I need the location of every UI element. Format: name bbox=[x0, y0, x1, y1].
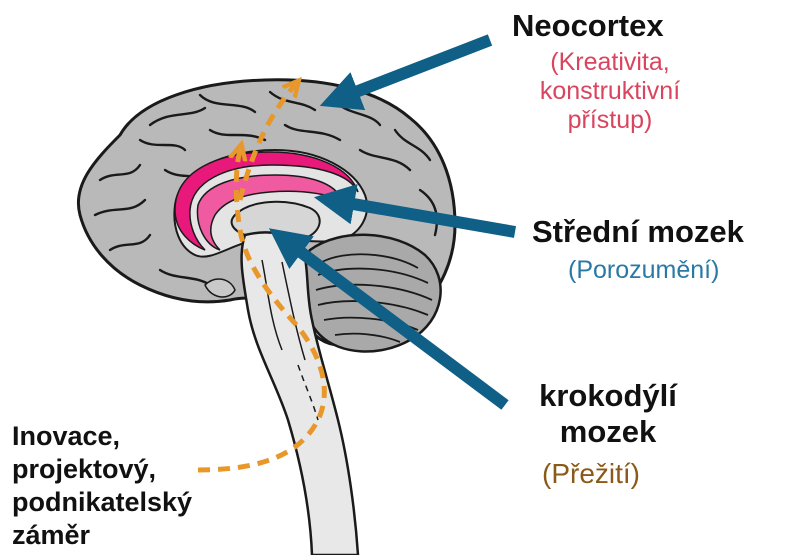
neocortex-title: Neocortex bbox=[512, 8, 664, 44]
reptile-title: krokodýlí mozek bbox=[528, 378, 688, 450]
midbrain-title: Střední mozek bbox=[532, 214, 744, 250]
neocortex-note-line2: konstruktivní bbox=[520, 77, 700, 106]
reptile-title-line1: krokodýlí bbox=[528, 378, 688, 414]
midbrain-note: (Porozumění) bbox=[568, 256, 719, 285]
innovation-line3: podnikatelský bbox=[12, 486, 192, 519]
innovation-line4: záměr bbox=[12, 519, 192, 552]
innovation-label: Inovace, projektový, podnikatelský záměr bbox=[12, 420, 192, 552]
innovation-line1: Inovace, bbox=[12, 420, 192, 453]
arrow-to-neocortex bbox=[335, 40, 490, 100]
reptile-note: (Přežití) bbox=[542, 458, 640, 490]
neocortex-note-line1: (Kreativita, bbox=[520, 48, 700, 77]
reptile-title-line2: mozek bbox=[528, 414, 688, 450]
innovation-line2: projektový, bbox=[12, 453, 192, 486]
neocortex-note-line3: přístup) bbox=[520, 106, 700, 135]
neocortex-note: (Kreativita, konstruktivní přístup) bbox=[520, 48, 700, 135]
